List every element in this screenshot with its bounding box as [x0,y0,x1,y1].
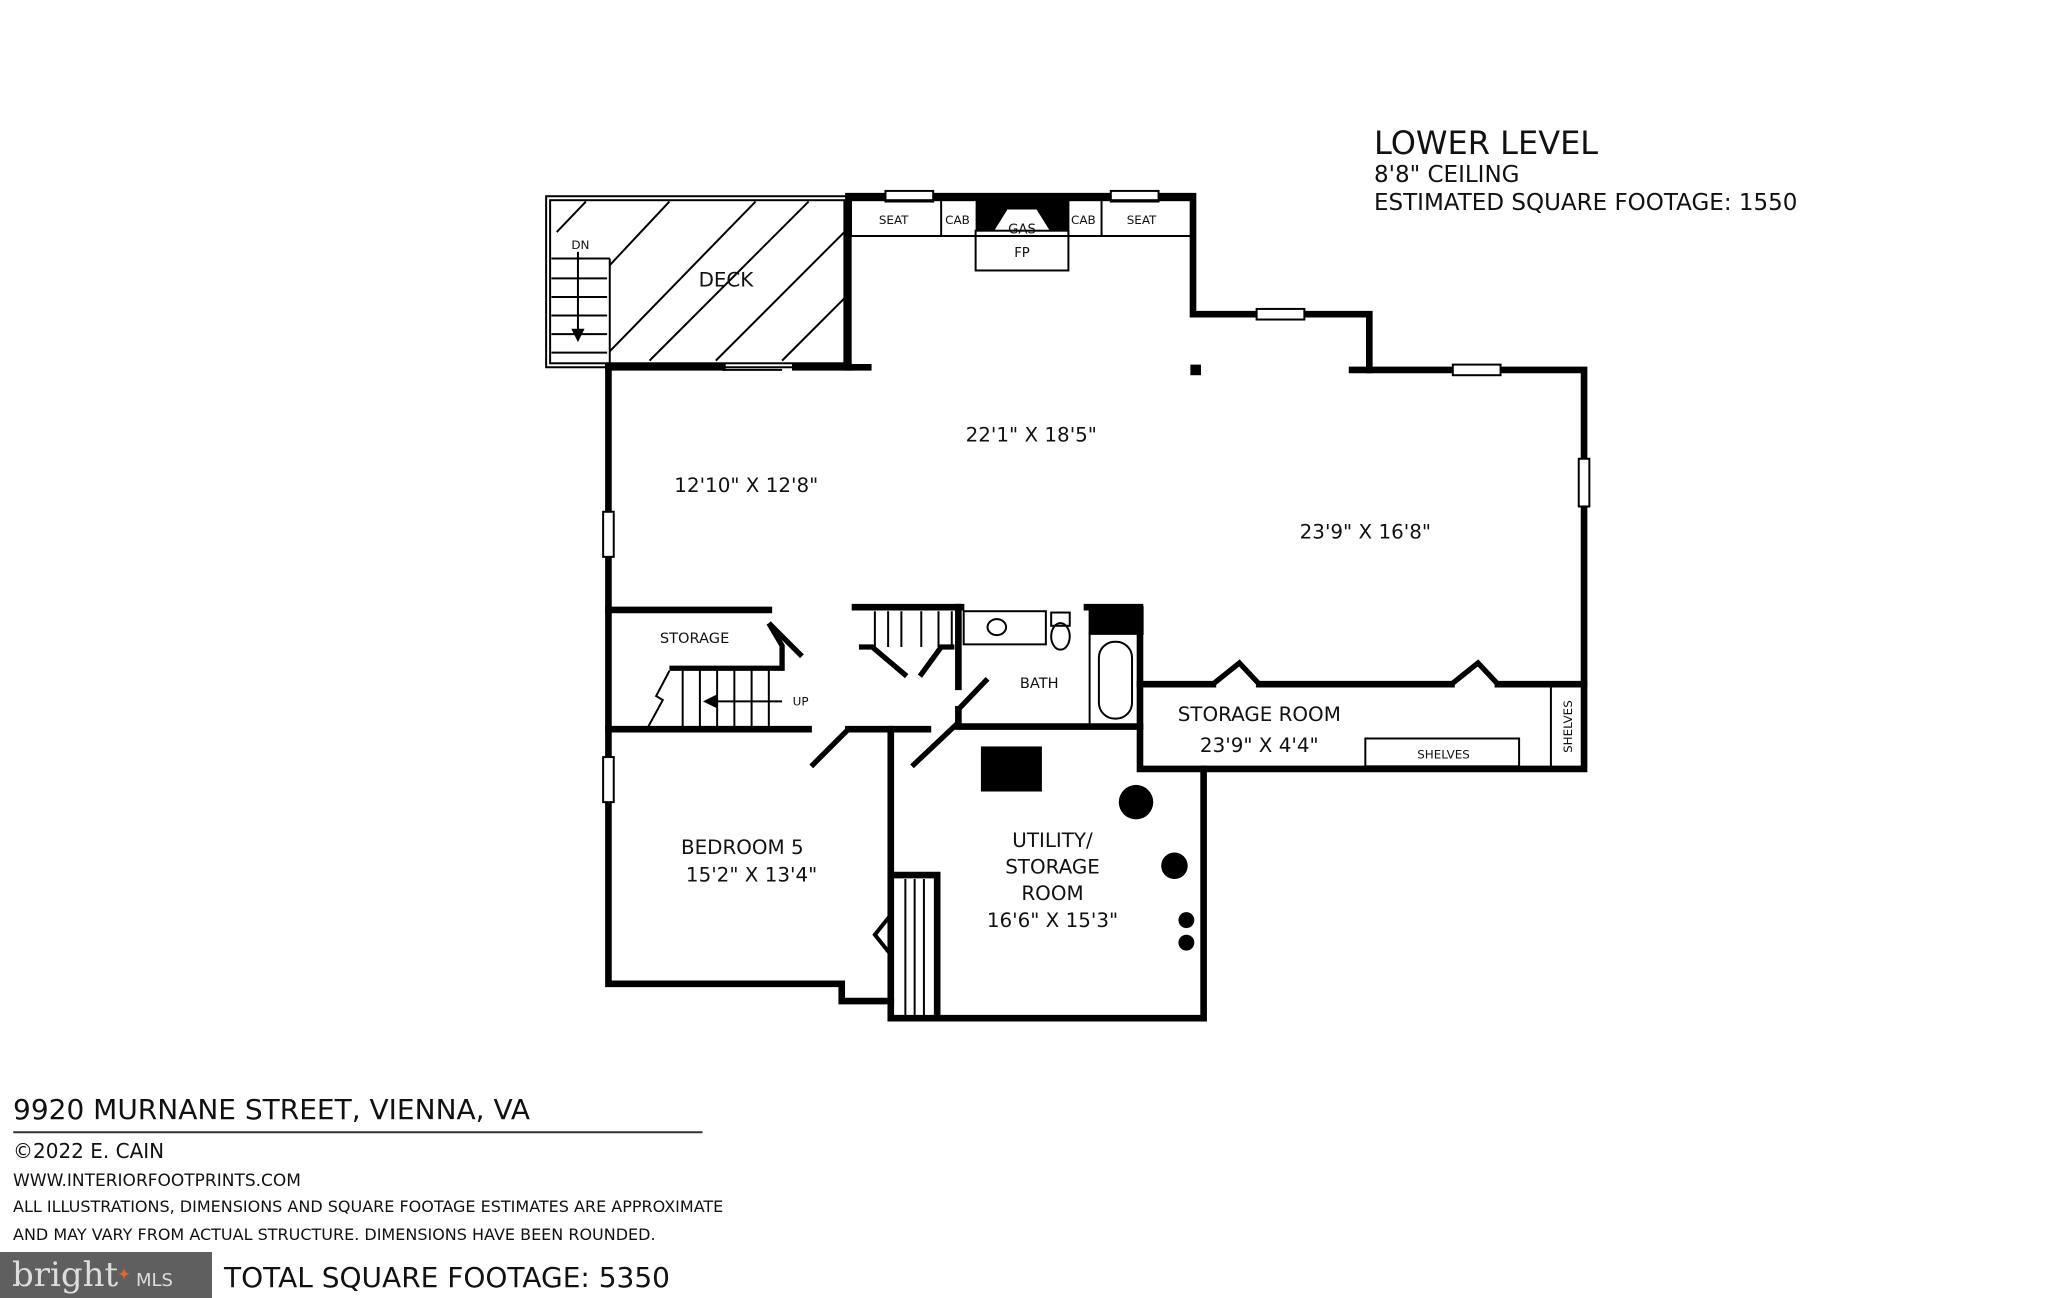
level-title: LOWER LEVEL [1374,124,1599,162]
level-header: LOWER LEVEL 8'8" CEILING ESTIMATED SQUAR… [1374,124,1797,218]
right-dim: 23'9" X 16'8" [1300,520,1431,543]
utility-dim: 16'6" X 15'3" [987,909,1118,932]
utility-equipment [980,746,1195,951]
ceiling-height: 8'8" CEILING [1374,162,1520,189]
cab-left: CAB [945,213,970,227]
stairs-up-label: UP [793,694,809,708]
fireplace-label-2: FP [1014,246,1030,261]
address: 9920 MURNANE STREET, VIENNA, VA [13,1093,530,1126]
watermark-suffix: MLS [135,1270,173,1291]
fireplace-wall: SEAT CAB GAS FP CAB SEAT [850,198,1195,272]
deck-label: DECK [699,268,755,291]
copyright: ©2022 E. CAIN [13,1139,165,1163]
storage-room-dim: 23'9" X 4'4" [1200,734,1319,757]
bath-label: BATH [1020,675,1059,692]
center-dim: 22'1" X 18'5" [966,424,1097,447]
fireplace-label: GAS [1008,222,1036,237]
shelves-side-label: SHELVES [1561,700,1575,753]
cab-right: CAB [1071,213,1096,227]
left-dim: 12'10" X 12'8" [674,474,818,497]
room-labels: 22'1" X 18'5" 12'10" X 12'8" 23'9" X 16'… [660,424,1575,932]
storage-room-label: STORAGE ROOM [1178,703,1341,726]
shelves-label: SHELVES [1417,747,1470,761]
utility-label-3: ROOM [1021,882,1083,905]
utility-label-1: UTILITY/ [1012,829,1093,852]
disclaimer-2: AND MAY VARY FROM ACTUAL STRUCTURE. DIME… [13,1225,656,1244]
utility-label-2: STORAGE [1005,856,1100,879]
bedroom-dim: 15'2" X 13'4" [686,864,817,887]
seat-left: SEAT [879,213,909,227]
stairs-up [646,621,1552,1016]
windows [602,189,1591,804]
seat-right: SEAT [1127,213,1157,227]
disclaimer-1: ALL ILLUSTRATIONS, DIMENSIONS AND SQUARE… [13,1197,724,1216]
bedroom-label: BEDROOM 5 [681,836,804,859]
bath-fixtures [858,606,1144,728]
deck-stairs-label: DN [571,238,589,252]
total-sqft: TOTAL SQUARE FOOTAGE: 5350 [224,1261,670,1294]
watermark-brand: bright [12,1255,119,1295]
star-icon: ✦ [118,1267,130,1283]
level-sqft: ESTIMATED SQUARE FOOTAGE: 1550 [1374,189,1798,216]
bright-mls-watermark: bright✦ MLS [0,1252,212,1298]
storage-label: STORAGE [660,630,729,647]
deck: DN DECK [545,195,850,369]
website: WWW.INTERIORFOOTPRINTS.COM [13,1171,301,1191]
